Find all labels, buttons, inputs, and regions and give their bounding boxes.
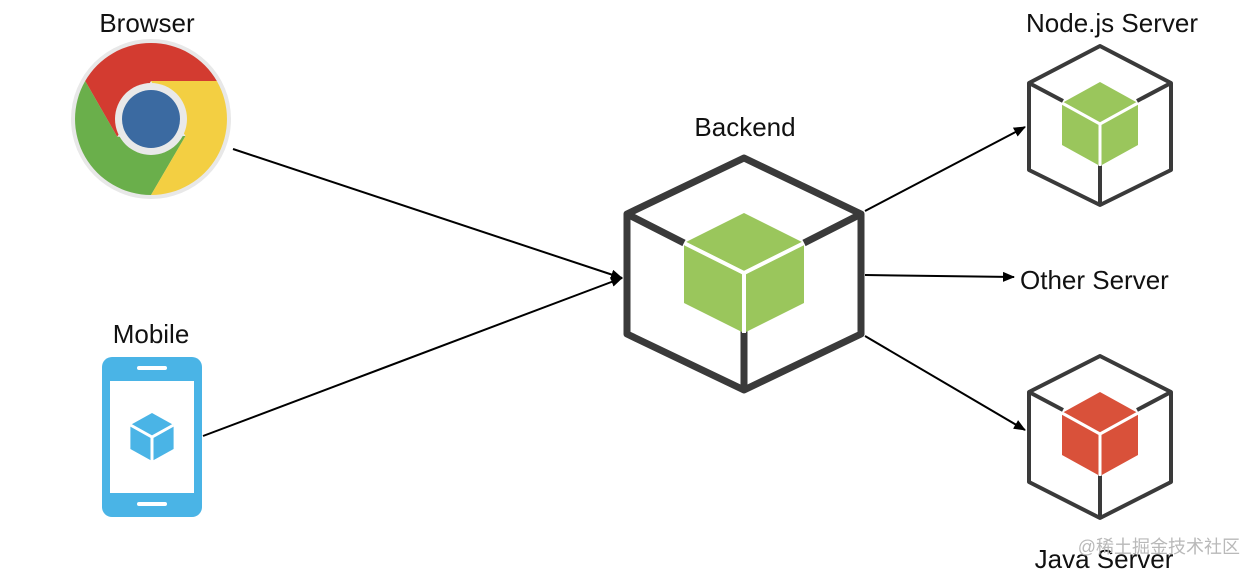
arrow-browser-to-backend bbox=[232, 148, 623, 280]
arrow-mobile-to-backend bbox=[202, 277, 623, 437]
arrow-backend-to-java-server bbox=[864, 335, 1026, 431]
java-server-cube-icon bbox=[1027, 354, 1173, 520]
arrow-backend-to-other-server bbox=[864, 271, 1015, 282]
backend-label: Backend bbox=[694, 112, 796, 142]
node-server-cube-icon bbox=[1027, 44, 1173, 207]
backend-inner-cube bbox=[683, 213, 805, 333]
watermark: @稀土掘金技术社区 bbox=[1077, 537, 1240, 557]
backend-cube-icon bbox=[623, 154, 865, 394]
mobile-phone-icon bbox=[102, 357, 202, 517]
chrome-browser-icon bbox=[71, 39, 231, 199]
browser-label: Browser bbox=[99, 8, 195, 38]
arrow-backend-to-node-server bbox=[864, 126, 1026, 212]
node-server-label: Node.js Server bbox=[1026, 8, 1198, 38]
mobile-label: Mobile bbox=[112, 319, 190, 349]
other-server-label: Other Server bbox=[1020, 265, 1169, 295]
java-server-label: Java Server bbox=[1034, 544, 1174, 574]
